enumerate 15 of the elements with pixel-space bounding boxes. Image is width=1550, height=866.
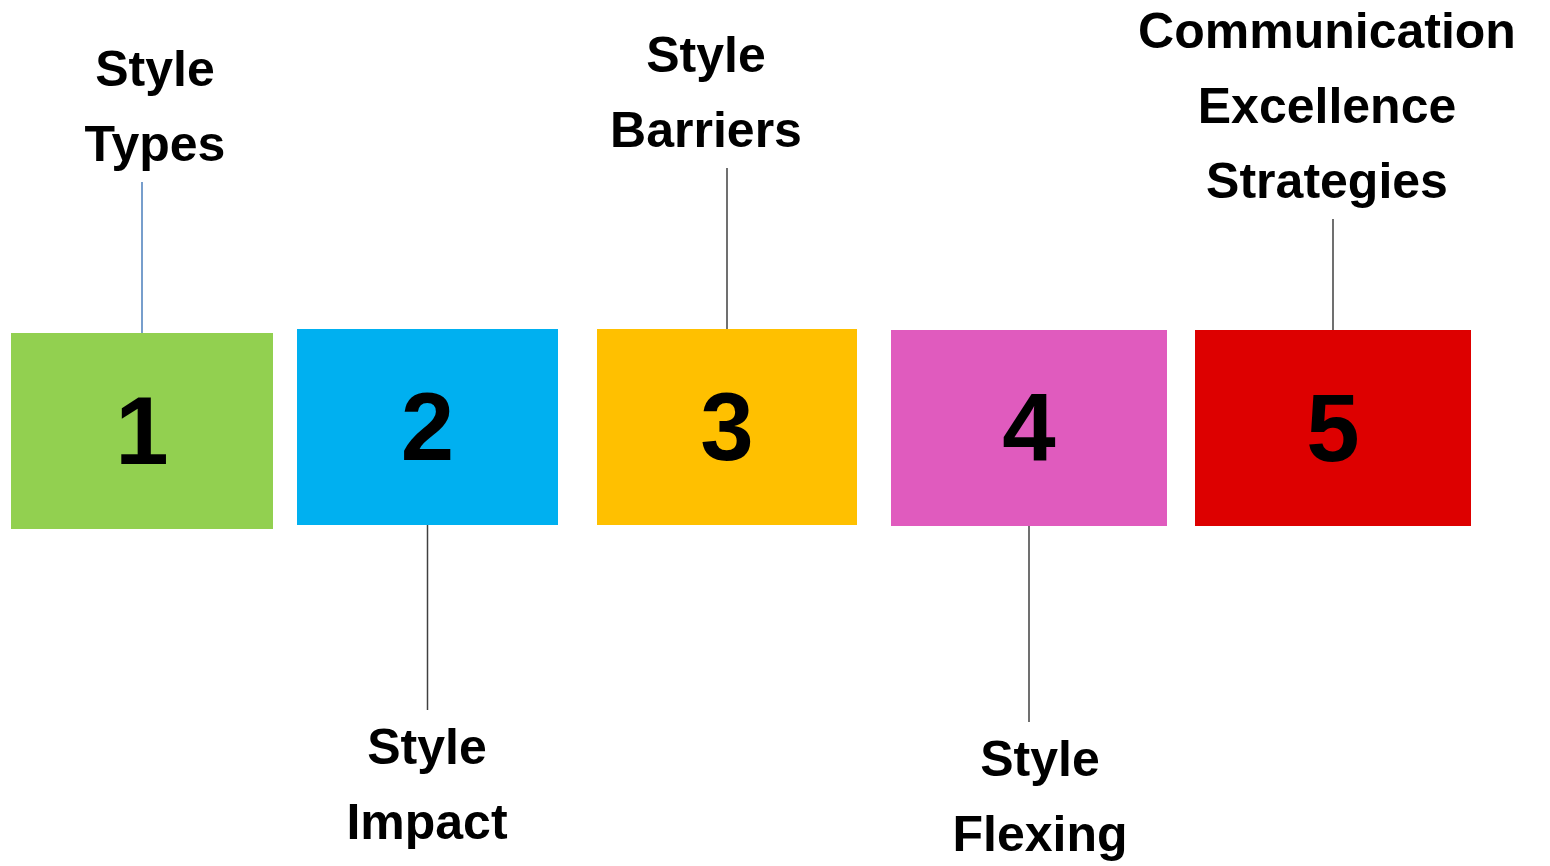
numbered-box: 2 [297, 329, 558, 525]
numbered-box: 4 [891, 330, 1167, 526]
numbered-box: 1 [11, 333, 273, 529]
numbered-box: 5 [1195, 330, 1471, 526]
label-text: Style Impact [307, 710, 547, 860]
leader-line [726, 167, 728, 330]
numbered-box: 3 [597, 329, 857, 525]
label-text: Communication Excellence Strategies [1107, 0, 1547, 219]
leader-line [1332, 218, 1334, 331]
leader-line [141, 181, 143, 334]
label-text: Style Barriers [566, 18, 846, 168]
label-text: Style Flexing [920, 722, 1160, 866]
label-text: Style Types [35, 32, 275, 182]
leader-line [426, 524, 429, 711]
leader-line [1028, 525, 1030, 723]
